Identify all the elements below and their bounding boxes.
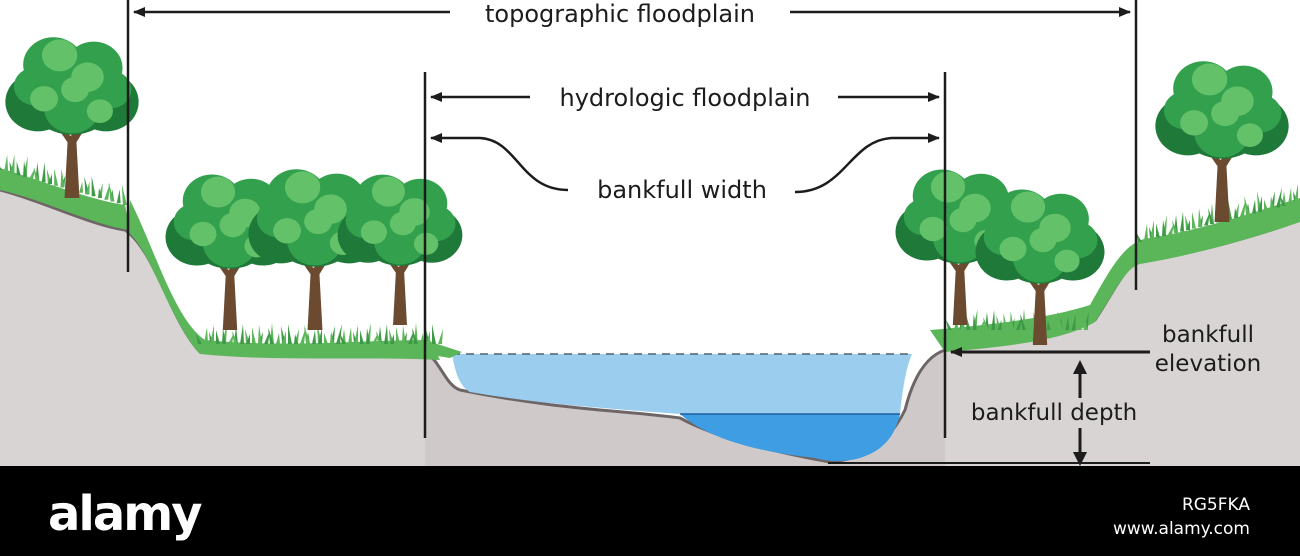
grass <box>0 154 1300 360</box>
bankfull-width-label: bankfull width <box>597 176 767 204</box>
bankfull-depth-arrowhead-up <box>1073 360 1087 374</box>
bankfull-water <box>452 354 912 414</box>
topographic-floodplain-label: topographic floodplain <box>485 0 755 28</box>
bankfull-depth-arrowhead-down <box>1073 452 1087 466</box>
bankfull-width-arrow-left <box>430 133 569 192</box>
bankfull-width-arrow-right <box>794 133 940 194</box>
tree-right-2 <box>975 189 1105 345</box>
ground-profile <box>0 190 1300 466</box>
bankfull-elevation-label-line1: bankfull <box>1162 322 1254 348</box>
watermark-bar <box>0 466 1300 556</box>
tree-far-left <box>5 37 139 198</box>
base-flow-water <box>680 414 900 461</box>
ground-shade <box>425 350 945 466</box>
watermark-image-id: RG5FKA <box>1182 495 1250 515</box>
tree-far-right <box>1155 61 1289 222</box>
hydrologic-floodplain-label: hydrologic floodplain <box>560 84 811 112</box>
watermark-url: www.alamy.com <box>1113 519 1250 539</box>
watermark-brand-logo: alamy <box>48 486 202 542</box>
bankfull-depth-label: bankfull depth <box>971 400 1137 426</box>
bankfull-elevation-label-line2: elevation <box>1155 351 1261 377</box>
trees <box>5 37 1289 345</box>
